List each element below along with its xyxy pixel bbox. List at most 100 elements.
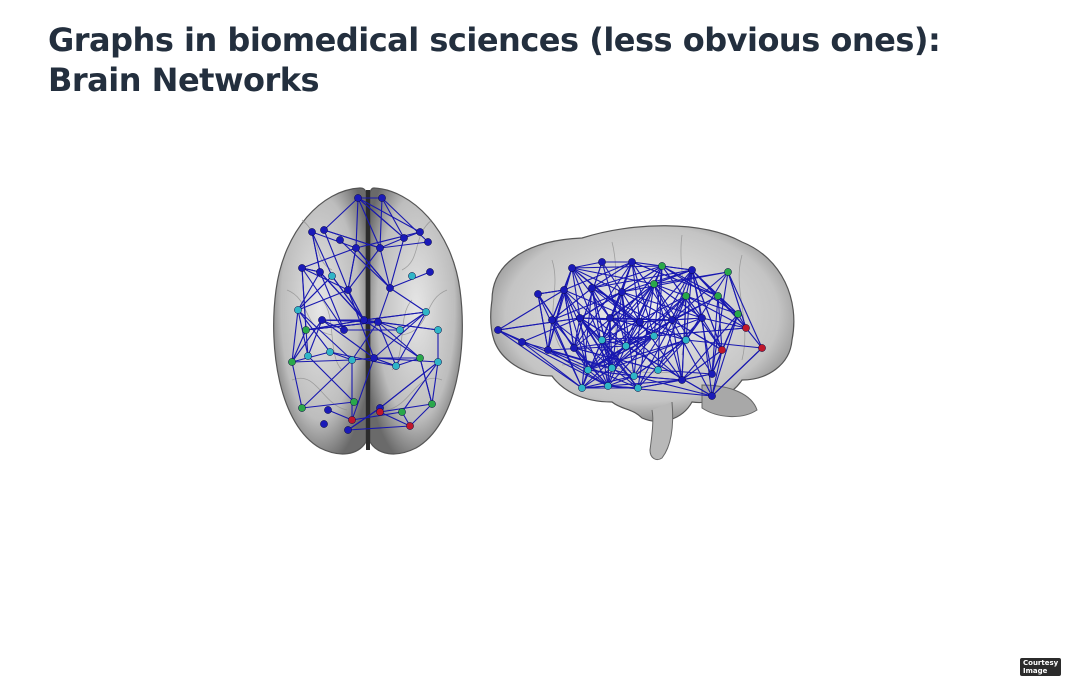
network-edge xyxy=(301,401,355,409)
network-edge xyxy=(351,321,379,361)
network-node-blue xyxy=(374,318,382,326)
network-edge xyxy=(607,317,611,387)
network-edge xyxy=(305,319,365,331)
network-edge xyxy=(381,197,405,239)
network-node-blue xyxy=(336,236,344,244)
network-node-blue xyxy=(308,228,316,236)
network-edge xyxy=(661,265,723,351)
network-node-blue xyxy=(378,194,386,202)
network-edge xyxy=(297,271,321,311)
network-edge xyxy=(537,293,549,351)
network-edge xyxy=(551,289,565,321)
network-edge xyxy=(671,319,723,351)
network-edge xyxy=(563,289,613,369)
network-edge xyxy=(571,261,603,269)
brain-network-svg xyxy=(273,187,795,461)
network-node-blue xyxy=(370,354,378,362)
network-node-blue xyxy=(324,406,332,414)
network-node-cyan xyxy=(348,356,356,364)
network-node-cyan xyxy=(634,384,642,392)
network-edge xyxy=(399,311,427,331)
network-edge xyxy=(591,287,611,319)
network-edge xyxy=(373,357,439,363)
network-node-blue xyxy=(598,258,606,266)
network-edge xyxy=(671,271,729,321)
network-edge xyxy=(521,341,609,387)
network-node-blue xyxy=(568,264,576,272)
network-edge xyxy=(347,425,411,431)
network-node-blue xyxy=(316,268,324,276)
network-edge xyxy=(685,295,747,329)
network-node-cyan xyxy=(578,384,586,392)
network-edge xyxy=(551,287,593,321)
network-node-cyan xyxy=(396,326,404,334)
network-edge xyxy=(377,287,391,323)
network-node-blue xyxy=(628,258,636,266)
network-edge xyxy=(631,261,641,323)
network-edge xyxy=(347,247,381,291)
network-edge xyxy=(573,317,581,349)
network-edge xyxy=(301,359,353,409)
network-node-blue xyxy=(340,326,348,334)
network-edge xyxy=(389,271,431,289)
network-node-cyan xyxy=(584,366,592,374)
network-edge xyxy=(661,265,719,297)
network-edge xyxy=(305,321,379,331)
network-edge xyxy=(601,261,627,347)
network-edge xyxy=(609,317,687,341)
network-edge xyxy=(323,229,381,249)
network-edge xyxy=(363,311,427,321)
network-edge xyxy=(571,267,623,293)
network-edge xyxy=(601,265,663,341)
network-edge xyxy=(563,267,573,291)
network-edge xyxy=(551,291,623,321)
network-edge xyxy=(323,229,349,291)
network-edge xyxy=(373,357,397,367)
network-edge xyxy=(685,295,739,315)
network-edge xyxy=(297,309,331,353)
network-edge xyxy=(637,379,683,389)
network-node-blue xyxy=(576,314,584,322)
network-node-blue xyxy=(518,338,526,346)
network-edge xyxy=(601,295,687,341)
network-edge xyxy=(355,247,391,289)
network-edge xyxy=(571,267,641,323)
network-edge xyxy=(573,335,655,349)
network-edge xyxy=(653,265,663,337)
network-edge xyxy=(301,247,357,269)
network-edge xyxy=(581,367,613,389)
network-node-green xyxy=(416,354,424,362)
network-edge xyxy=(639,321,683,381)
network-edge xyxy=(311,231,333,277)
network-edge xyxy=(537,289,565,295)
network-edge xyxy=(609,317,683,381)
network-edge xyxy=(621,261,633,293)
network-node-blue xyxy=(618,288,626,296)
network-edge xyxy=(581,375,635,389)
network-node-blue xyxy=(688,266,696,274)
network-edge xyxy=(633,321,641,377)
network-edge xyxy=(587,283,655,371)
network-edge xyxy=(633,339,687,377)
network-edge xyxy=(311,231,357,249)
network-edge xyxy=(347,289,365,321)
network-edge xyxy=(685,295,703,319)
network-edge xyxy=(653,283,673,321)
network-node-blue xyxy=(588,284,596,292)
network-edge xyxy=(377,321,401,331)
network-edge xyxy=(379,403,433,413)
network-edge xyxy=(297,309,353,361)
network-edge xyxy=(633,375,713,397)
network-edge xyxy=(657,339,687,371)
network-edge xyxy=(323,197,359,231)
network-node-red xyxy=(348,416,356,424)
network-edge xyxy=(377,321,397,367)
network-edge xyxy=(717,295,723,351)
network-node-blue xyxy=(548,316,556,324)
network-edge xyxy=(379,197,383,249)
network-node-blue xyxy=(352,244,360,252)
network-edge xyxy=(521,317,581,343)
network-node-blue xyxy=(708,392,716,400)
network-edge xyxy=(601,335,655,341)
network-node-cyan xyxy=(304,352,312,360)
